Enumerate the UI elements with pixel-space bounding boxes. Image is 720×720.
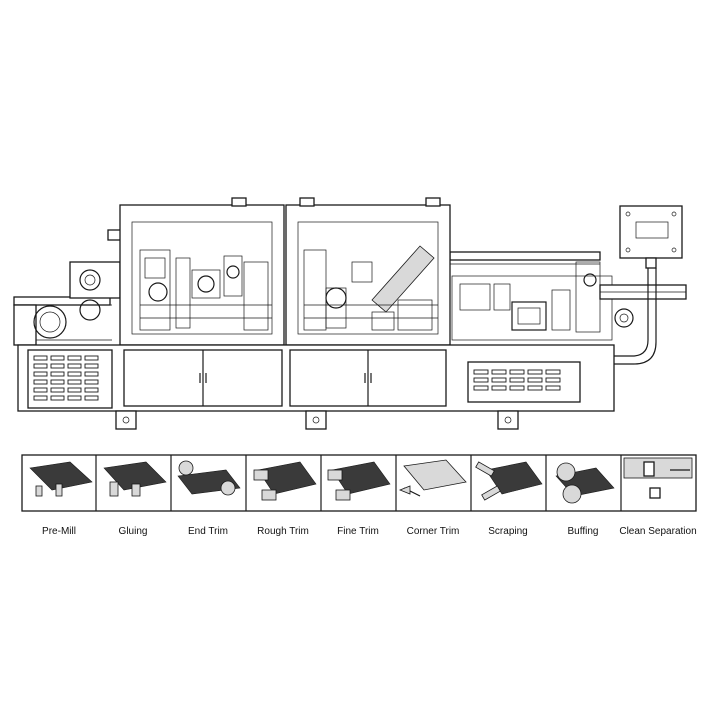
step-label-fine-trim: Fine Trim: [337, 526, 379, 537]
step-label-corner-trim: Corner Trim: [406, 526, 460, 537]
foot: [115, 410, 137, 430]
gluing-icon: [103, 461, 167, 497]
glue-unit: [139, 249, 272, 331]
step-label-end-trim: End Trim: [187, 526, 228, 537]
end-trim-icon: [177, 460, 241, 496]
trim-units: [303, 245, 438, 331]
control-panel: [612, 205, 683, 365]
step-label-pre-mill: Pre-Mill: [42, 526, 76, 537]
fine-trim-icon: [327, 461, 391, 501]
control-screen: [635, 221, 669, 239]
premill-cutter: [79, 299, 101, 321]
foot: [497, 410, 519, 430]
scraper-unit: [511, 301, 547, 331]
step-label-scraping: Scraping: [488, 526, 528, 537]
buffing-wheel: [614, 308, 634, 328]
pressure-beam: [449, 251, 601, 261]
foot: [305, 410, 327, 430]
housing-right: [285, 204, 451, 346]
housing-left: [119, 204, 285, 346]
step-label-gluing: Gluing: [118, 526, 148, 537]
finishing-section: [451, 261, 687, 341]
scraping-icon: [475, 461, 543, 501]
step-label-buffing: Buffing: [567, 526, 599, 537]
corner-trim-icon: [398, 459, 467, 497]
premill-motor: [33, 305, 67, 339]
pre-mill-icon: [29, 461, 93, 497]
process-strip: [21, 454, 697, 512]
right-vent-grille: [473, 369, 561, 391]
step-label-clean-separation: Clean Separation: [619, 526, 697, 537]
buffing-icon: [555, 462, 615, 504]
rough-trim-icon: [253, 461, 317, 501]
step-label-rough-trim: Rough Trim: [257, 526, 309, 537]
machine-drawing: [13, 197, 687, 430]
clean-separation-icon: [623, 457, 693, 499]
infeed-support: [13, 304, 37, 346]
left-vent-grille: [33, 355, 99, 401]
